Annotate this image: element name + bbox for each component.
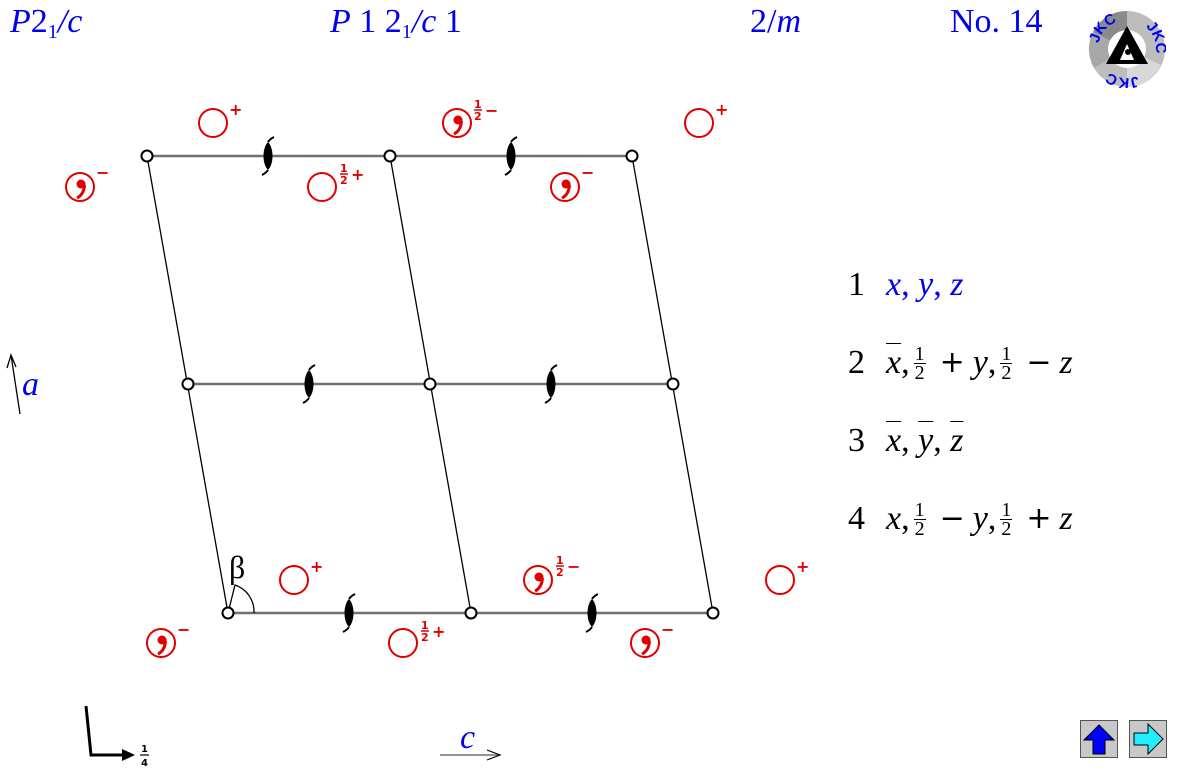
position-comma-icon: [64, 171, 96, 203]
position-circle-icon: [307, 172, 337, 202]
svg-text:+: +: [351, 165, 364, 184]
position-circle-icon: [684, 108, 714, 138]
svg-text:+: +: [796, 557, 809, 576]
glide-plane: /c: [411, 3, 437, 40]
beta-angle-arc: [227, 584, 255, 614]
screw-axis-icon: [302, 364, 316, 404]
c-axis-arrow-icon: [440, 749, 502, 761]
coord-x: x: [886, 266, 902, 303]
operation-number: 2: [848, 344, 865, 381]
next-button[interactable]: [1129, 720, 1167, 758]
height-indicator-icon: [84, 705, 135, 761]
svg-text:1: 1: [340, 162, 348, 175]
symbol-part: 1: [359, 3, 377, 40]
screw-axis-icon: [261, 136, 275, 176]
jkc-logo[interactable]: JKC JKC JKC: [1088, 10, 1166, 88]
svg-text:−: −: [567, 557, 580, 576]
point-group: 2/m: [750, 2, 801, 42]
position-circle-icon: [279, 565, 309, 595]
operation-number: 4: [848, 500, 865, 537]
general-positions: + 12− + − 12+ − + 12− + − 12+ −: [64, 98, 809, 659]
svg-text:1: 1: [421, 619, 429, 632]
svg-text:−: −: [96, 163, 109, 182]
coord-z: z: [1059, 500, 1073, 537]
beta-label: β: [229, 549, 245, 585]
screw-axis-icon: [504, 136, 518, 176]
axis-order: 2: [30, 3, 48, 40]
coord-y: y: [918, 422, 934, 459]
svg-text:2: 2: [340, 174, 348, 187]
svg-text:2: 2: [556, 566, 564, 579]
coord-x: x: [886, 422, 902, 459]
position-circle-icon: [388, 628, 418, 658]
full-symbol: P 1 21/c 1: [330, 2, 462, 42]
svg-text:−: −: [581, 163, 594, 182]
position-circle-icon: [765, 565, 795, 595]
coord-y: y: [918, 266, 934, 303]
svg-text:+: +: [715, 100, 728, 119]
a-axis-arrow-icon: [6, 353, 21, 415]
position-comma-icon: [549, 171, 581, 203]
coord-z: z: [950, 266, 964, 303]
up-button[interactable]: [1080, 720, 1118, 758]
inversion-centers: [140, 149, 720, 620]
svg-text:+: +: [229, 100, 242, 119]
svg-text:−: −: [661, 620, 674, 639]
point-group-two: 2/: [750, 3, 777, 40]
coord-y: y: [972, 500, 988, 537]
screw-subscript: 1: [401, 21, 412, 43]
coord-z: z: [950, 422, 964, 459]
lattice-letter: P: [10, 3, 31, 40]
screw-axis-icon: [585, 593, 599, 633]
plus-sign: +: [1026, 501, 1052, 536]
position-comma-icon: [145, 627, 177, 659]
operation-3: 3 x, y, z: [848, 402, 1073, 480]
svg-text:1: 1: [556, 554, 564, 567]
svg-text:1: 1: [141, 744, 148, 755]
operation-number: 3: [848, 422, 865, 459]
svg-text:2: 2: [474, 110, 482, 123]
coord-z: z: [1059, 344, 1073, 381]
plus-sign: +: [939, 345, 965, 380]
up-arrow-icon: [1082, 724, 1116, 755]
lattice-letter: P: [330, 3, 351, 40]
point-group-m: m: [776, 3, 802, 40]
screw-axis-icon: [544, 364, 558, 404]
right-arrow-icon: [1133, 722, 1164, 756]
operation-number: 1: [848, 266, 865, 303]
minus-sign: −: [1026, 345, 1052, 380]
c-axis-label: c: [460, 719, 475, 756]
glide-plane: /c: [57, 3, 83, 40]
svg-text:2: 2: [421, 631, 429, 644]
svg-text:4: 4: [141, 758, 148, 769]
svg-text:−: −: [177, 620, 190, 639]
coord-y: y: [972, 344, 988, 381]
screw-axis-icon: [342, 593, 356, 633]
coord-x: x: [886, 344, 902, 381]
operation-1: 1 x, y, z: [848, 246, 1073, 324]
coord-x: x: [886, 500, 902, 537]
short-symbol: P21/c: [10, 2, 82, 42]
position-comma-icon: [522, 564, 554, 596]
position-comma-icon: [441, 107, 473, 139]
space-group-number: No. 14: [950, 3, 1043, 40]
svg-text:−: −: [485, 101, 498, 120]
a-axis-label: a: [22, 366, 39, 403]
svg-text:+: +: [310, 557, 323, 576]
minus-sign: −: [939, 501, 965, 536]
position-comma-icon: [629, 627, 661, 659]
svg-text:+: +: [432, 622, 445, 641]
axis-order: 2: [384, 3, 402, 40]
symbol-part: 1: [444, 3, 462, 40]
position-circle-icon: [198, 108, 228, 138]
svg-text:1: 1: [474, 98, 482, 111]
screw-subscript: 1: [47, 21, 58, 43]
